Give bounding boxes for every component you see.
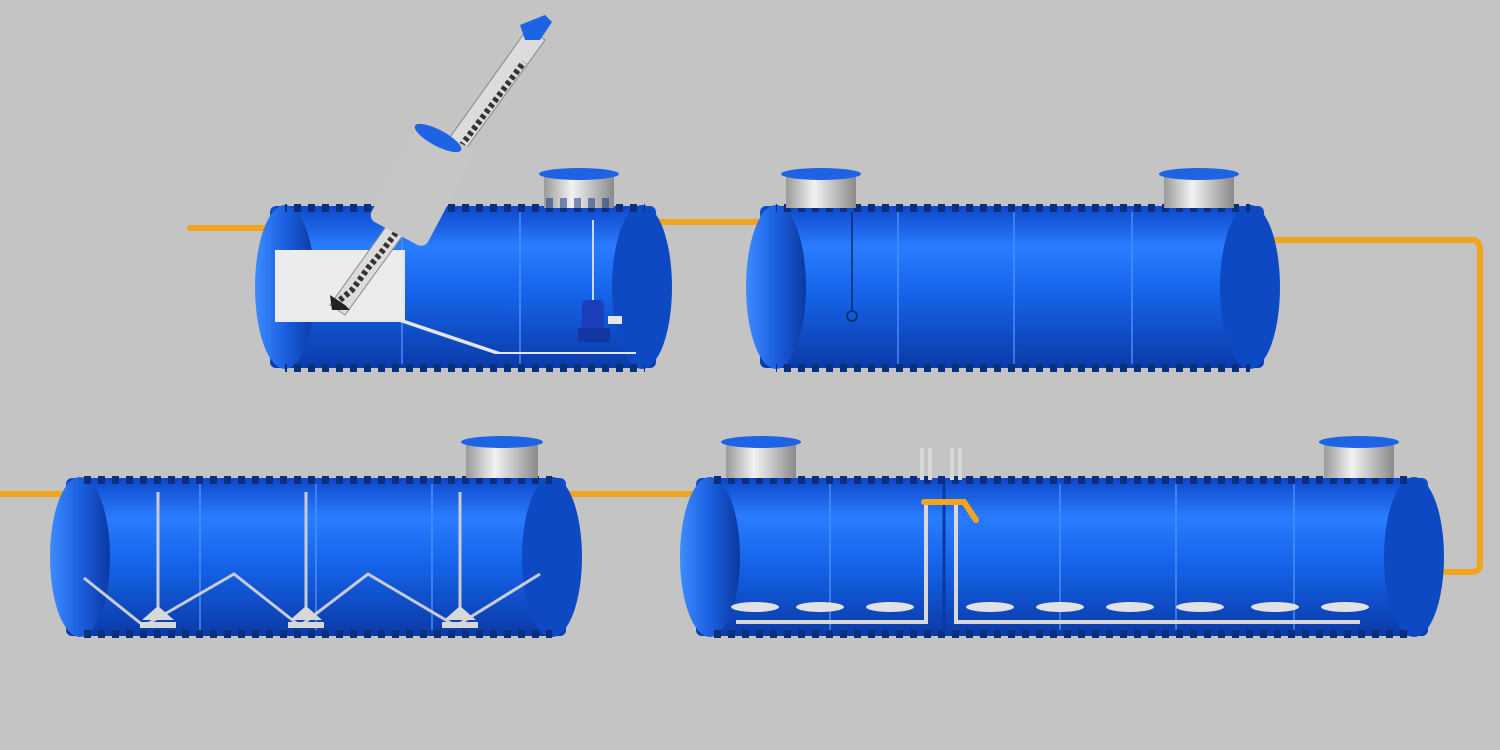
tank-4-settling <box>50 436 582 638</box>
pipe-tank2-to-tank3 <box>1255 237 1483 575</box>
manhole-tank2-left <box>781 168 861 208</box>
manhole-tank3-left <box>721 436 801 478</box>
manhole-tank2-right <box>1159 168 1239 208</box>
level-sensor <box>846 212 858 322</box>
manhole-tank1 <box>539 168 619 208</box>
screw-conveyor <box>329 15 552 316</box>
tank-1-screening <box>255 15 672 372</box>
submersible-pump <box>578 220 622 342</box>
sludge-cones <box>140 606 478 628</box>
tank-3-aeration <box>680 436 1444 638</box>
tank-2-storage <box>746 168 1280 372</box>
transfer-pipe <box>921 499 979 523</box>
manhole-tank4 <box>461 436 543 478</box>
diffusers <box>731 602 1369 612</box>
manhole-tank3-right <box>1319 436 1399 478</box>
air-risers <box>736 448 1360 624</box>
